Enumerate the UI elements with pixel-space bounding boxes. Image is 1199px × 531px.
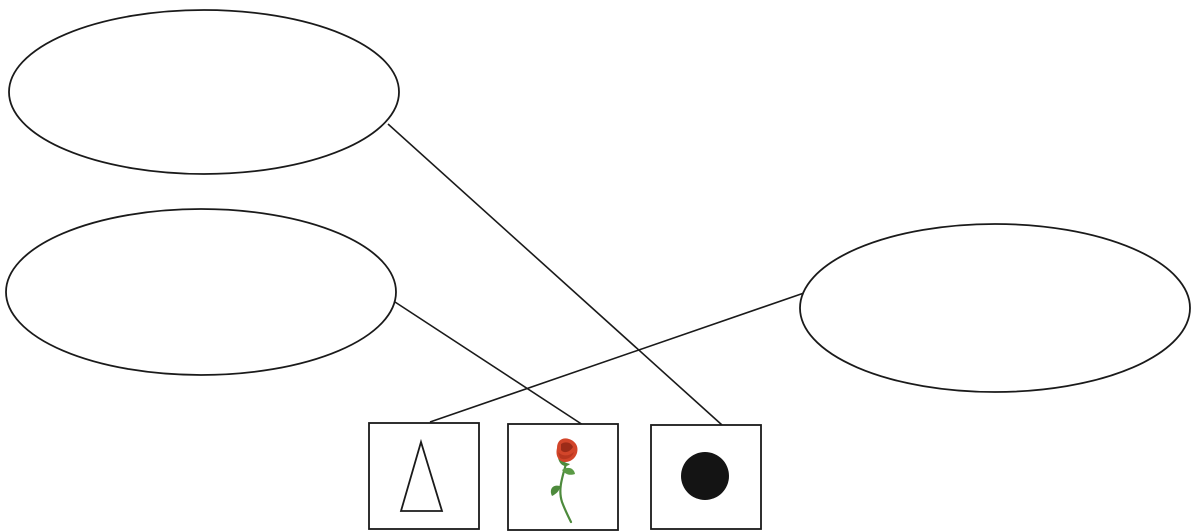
triangle-icon [399, 438, 444, 512]
answer-ovals [5, 9, 1191, 393]
connection-line-top-oval-to-circle [387, 123, 723, 426]
card-triangle[interactable] [368, 422, 480, 530]
picture-cards [368, 422, 762, 531]
oval-top-left[interactable] [8, 9, 400, 175]
rose-icon [550, 438, 578, 524]
connection-lines [387, 123, 805, 426]
oval-right[interactable] [799, 223, 1191, 393]
oval-middle-left[interactable] [5, 208, 397, 376]
card-rose[interactable] [507, 423, 619, 531]
card-circle[interactable] [650, 424, 762, 530]
connection-line-right-oval-to-triangle [429, 292, 805, 423]
connection-line-middle-oval-to-rose [394, 301, 584, 426]
filled-circle-icon [681, 452, 729, 500]
